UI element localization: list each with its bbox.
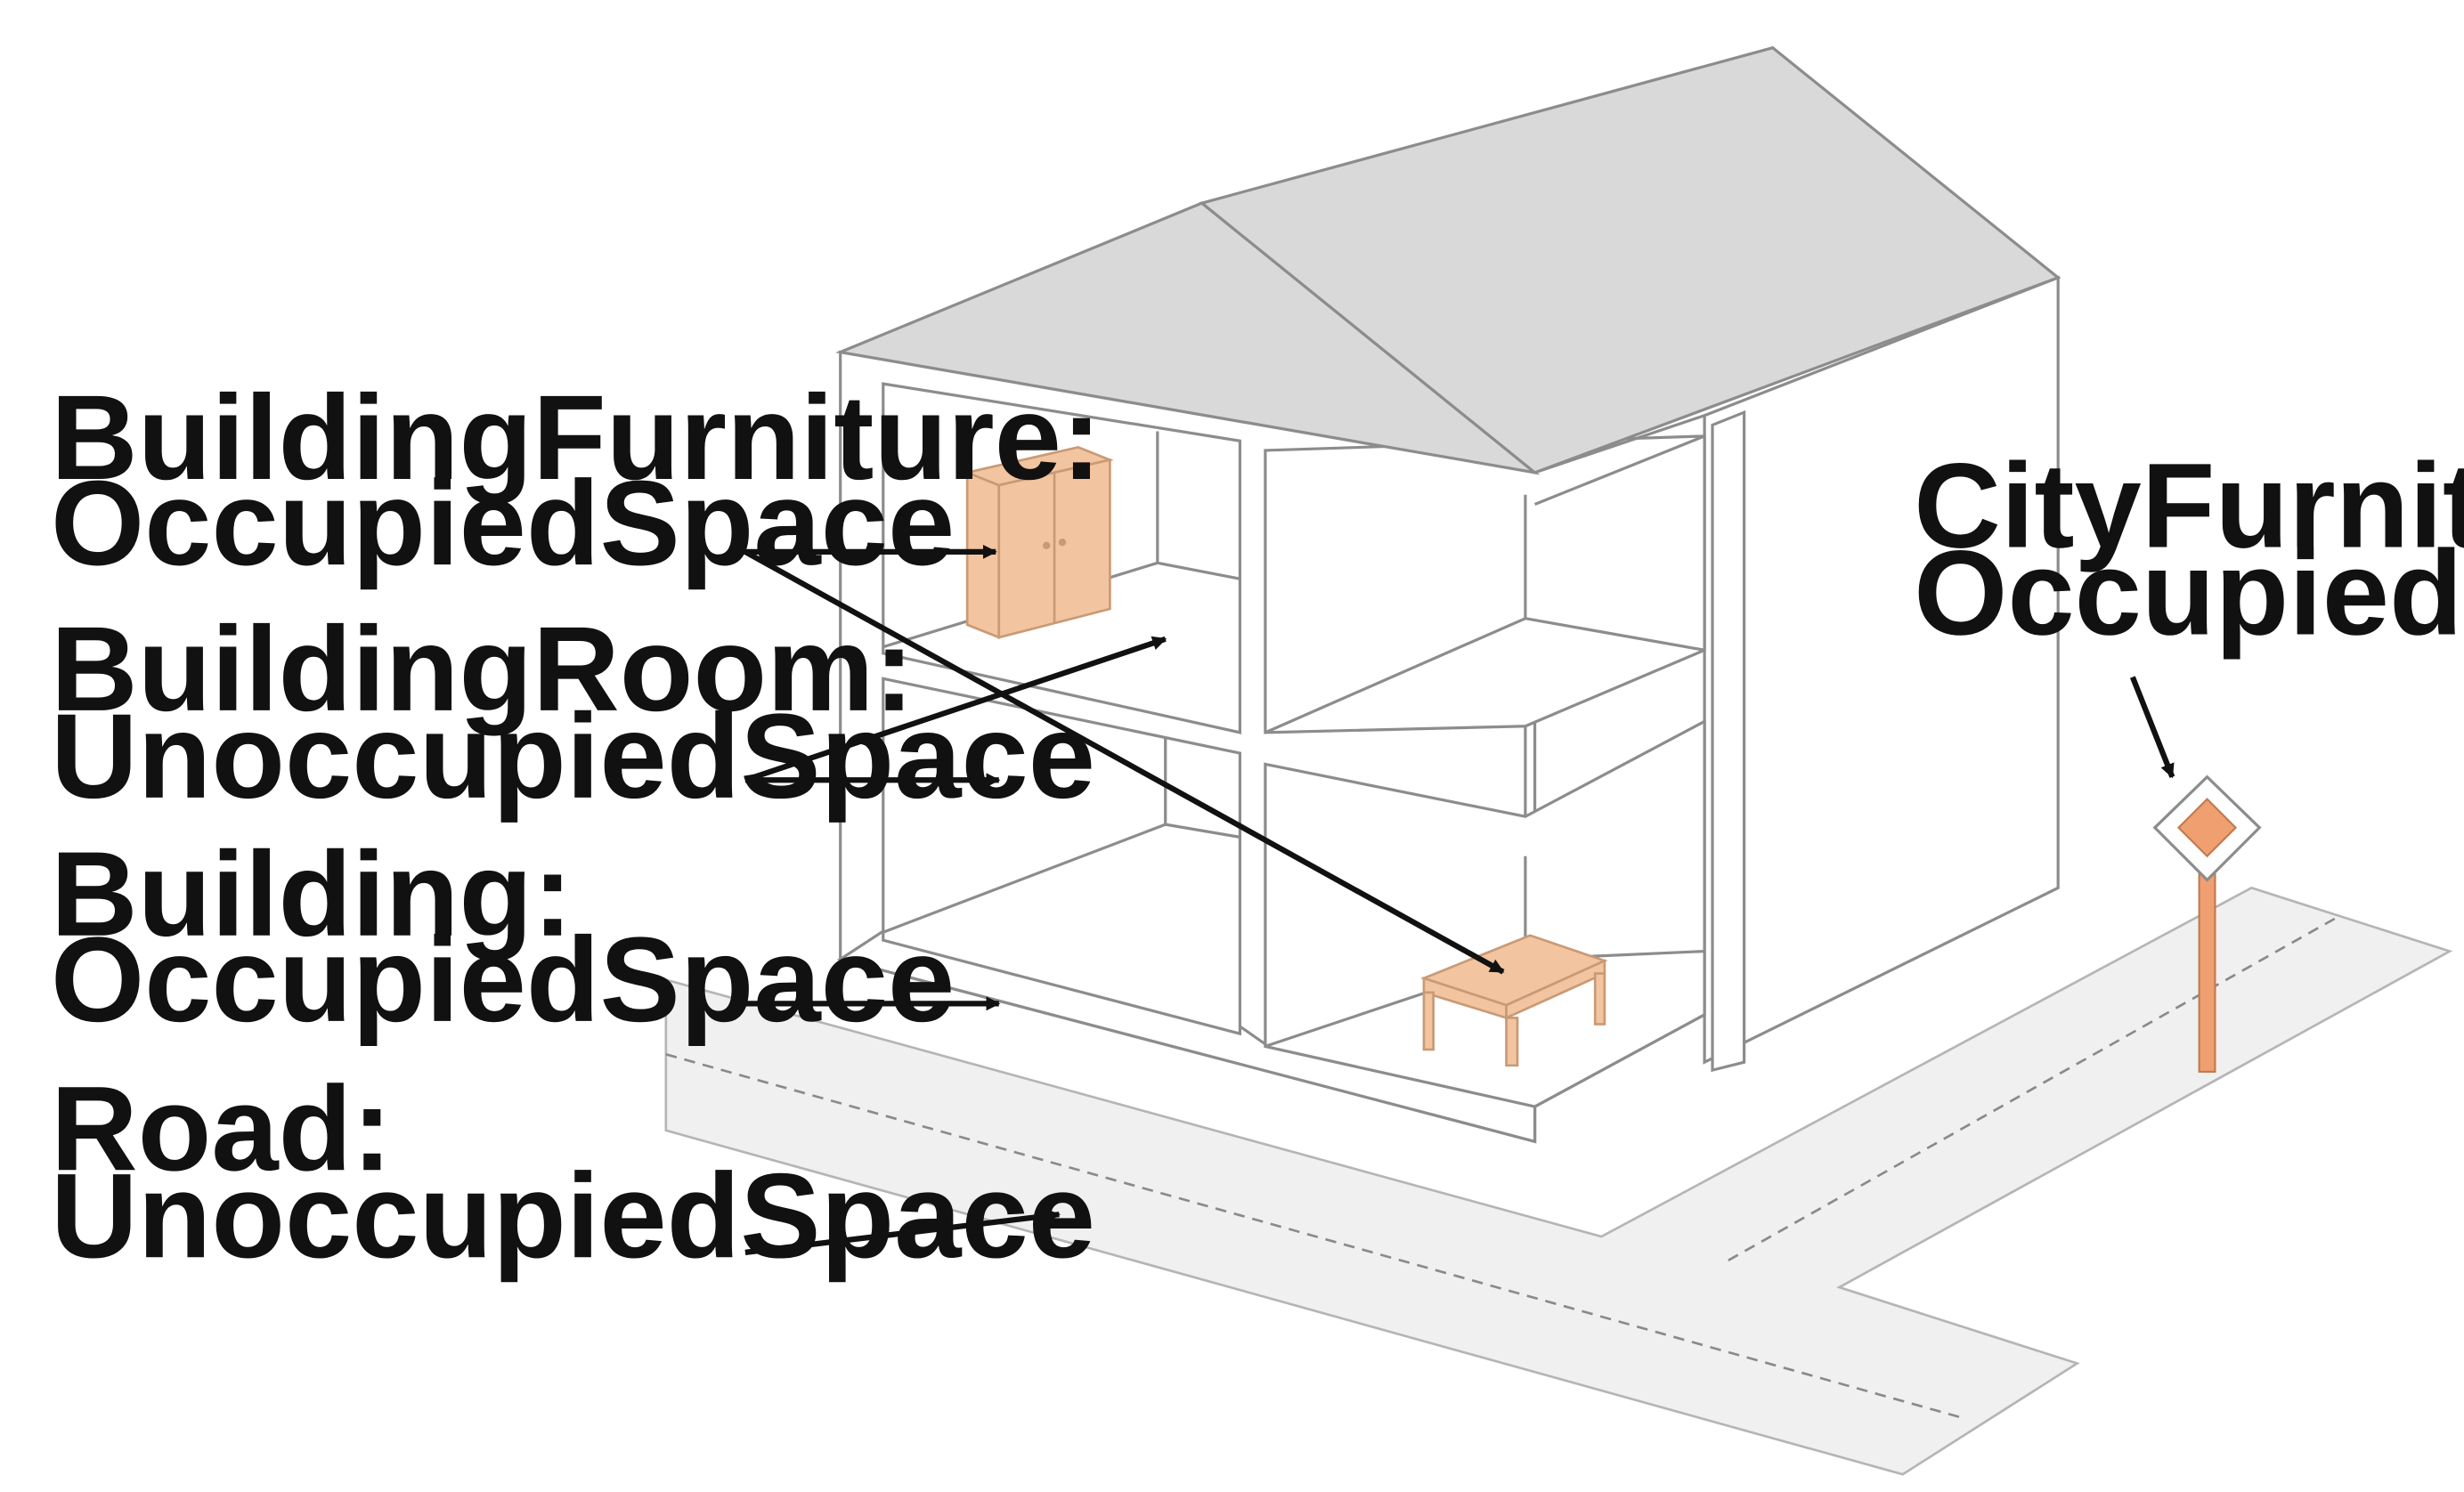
label-building-furniture-class: BuildingFurniture: — [51, 369, 1102, 505]
label-building-type: OccupiedSpace — [51, 912, 955, 1047]
label-city-furniture-type: OccupiedSpace — [1914, 524, 2464, 660]
labels: BuildingFurniture: OccupiedSpace Buildin… — [51, 369, 2464, 1283]
label-building-furniture-type: OccupiedSpace — [51, 455, 955, 590]
room-lower-left — [882, 677, 1242, 1036]
room-upper-right — [1264, 434, 1706, 734]
road-centerline-branch — [1728, 915, 2339, 1261]
label-road-class: Road: — [51, 1060, 392, 1196]
arrows — [744, 544, 2175, 1255]
roof-right-face — [1199, 45, 2061, 474]
label-city-furniture-class: CityFurniture: — [1914, 438, 2464, 573]
table-icon — [1420, 934, 1608, 1067]
arrow-to-upper-room — [744, 636, 1167, 783]
building-side-wall — [1703, 275, 2060, 1065]
road-centerline — [665, 1053, 1967, 1421]
arrow-to-road — [744, 1208, 1061, 1255]
label-building-room-class: BuildingRoom: — [51, 601, 915, 736]
arrow-to-road-sign — [2129, 676, 2175, 779]
arrow-to-table — [744, 549, 1505, 975]
label-road-type: UnoccupiedSpace — [51, 1147, 1095, 1283]
road-sign-icon — [2152, 774, 2262, 1073]
road — [664, 886, 2453, 1476]
label-building-class: Building: — [51, 826, 573, 961]
building-inner-side — [1711, 409, 1746, 1073]
label-building-room-type: UnoccupiedSpace — [51, 688, 1095, 823]
roof — [834, 45, 2061, 475]
